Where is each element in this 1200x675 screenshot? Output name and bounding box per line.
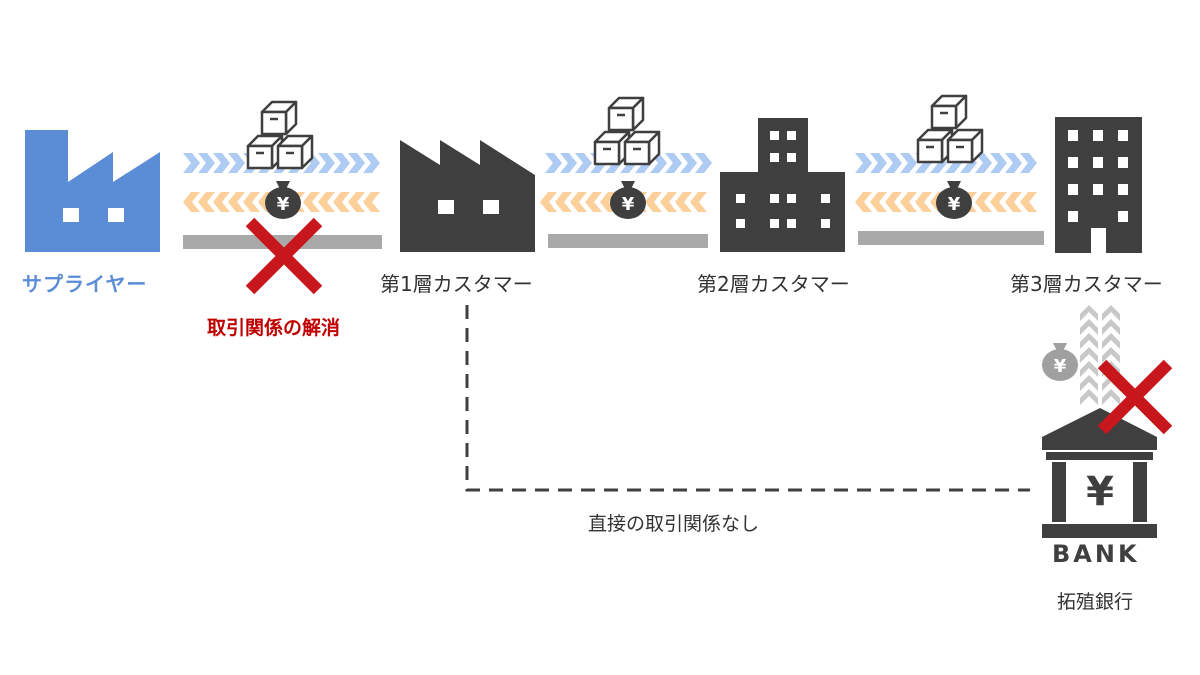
money-chevron [213, 192, 230, 212]
money-chevron [990, 192, 1007, 212]
no-direct-relationship-line [465, 305, 1030, 492]
bank-money-chevron [1080, 319, 1098, 335]
tier2-customer-label: 第2層カスタマー [697, 272, 850, 296]
supplier-factory-icon [25, 130, 160, 252]
money-chevron [900, 192, 917, 212]
bank-icon: ¥ [1042, 408, 1157, 538]
bank-money-chevron [1102, 333, 1120, 349]
cross-icon [1097, 359, 1173, 435]
goods-chevron [560, 153, 577, 173]
goods-chevron [363, 153, 380, 173]
cross-icon [245, 217, 323, 295]
money-chevron [855, 192, 872, 212]
money-chevron [348, 192, 365, 212]
money-chevron [363, 192, 380, 212]
goods-chevron [680, 153, 697, 173]
bank-money-chevron [1102, 319, 1120, 335]
bank-money-chevron [1080, 347, 1098, 363]
bank-money-chevron [1102, 347, 1120, 363]
money-chevron [243, 192, 260, 212]
bank-word-label: BANK [1052, 540, 1140, 568]
yen-bag-icon [610, 181, 646, 219]
money-chevron [333, 192, 350, 212]
goods-chevron [1005, 153, 1022, 173]
money-chevron [555, 192, 572, 212]
relationship-bar [858, 231, 1044, 245]
goods-chevron [665, 153, 682, 173]
boxes-icon [248, 102, 312, 168]
boxes-icon [918, 96, 982, 162]
money-chevron [660, 192, 677, 212]
goods-chevron [870, 153, 887, 173]
money-chevron [870, 192, 887, 212]
money-chevron [690, 192, 707, 212]
goods-chevron [318, 153, 335, 173]
bank-money-chevron [1080, 333, 1098, 349]
bank-money-chevron [1102, 389, 1120, 405]
money-chevron [540, 192, 557, 212]
money-chevron [645, 192, 662, 212]
money-chevron [585, 192, 602, 212]
goods-chevron [1020, 153, 1037, 173]
supplier-label: サプライヤー [22, 272, 148, 296]
relationship-ended-label: 取引関係の解消 [207, 317, 341, 339]
bank-name-label: 拓殖銀行 [1057, 591, 1134, 613]
yen-bag-icon [936, 181, 972, 219]
goods-chevron [213, 153, 230, 173]
bank-money-chevron [1080, 361, 1098, 377]
money-chevron [228, 192, 245, 212]
svg-text:¥: ¥ [1086, 469, 1114, 515]
money-chevron [318, 192, 335, 212]
tier3-building-icon [1055, 117, 1142, 253]
bank-money-flow-arrows [1080, 305, 1120, 405]
goods-chevron [183, 153, 200, 173]
money-chevron [1020, 192, 1037, 212]
goods-chevron [885, 153, 902, 173]
tier2-building-icon [720, 118, 845, 252]
money-chevron [183, 192, 200, 212]
goods-chevron [333, 153, 350, 173]
goods-chevron [900, 153, 917, 173]
yen-bag-icon: ¥ [1042, 343, 1078, 381]
money-chevron [915, 192, 932, 212]
money-chevron [1005, 192, 1022, 212]
goods-chevron [198, 153, 215, 173]
bank-money-chevron [1080, 375, 1098, 391]
goods-chevron [575, 153, 592, 173]
no-direct-relationship-label: 直接の取引関係なし [588, 513, 760, 535]
money-chevron [885, 192, 902, 212]
relationship-bar [183, 235, 382, 249]
goods-chevron [228, 153, 245, 173]
tier1-factory-icon [400, 140, 535, 252]
boxes-icon [595, 98, 659, 164]
tier1-customer-label: 第1層カスタマー [380, 272, 533, 296]
svg-text:¥: ¥ [1054, 356, 1067, 377]
tier3-customer-label: 第3層カスタマー [1010, 272, 1163, 296]
money-chevron [198, 192, 215, 212]
money-chevron [570, 192, 587, 212]
goods-chevron [348, 153, 365, 173]
bank-money-chevron [1102, 305, 1120, 321]
bank-money-chevron [1080, 389, 1098, 405]
money-chevron [975, 192, 992, 212]
bank-money-chevron [1080, 305, 1098, 321]
money-chevron [675, 192, 692, 212]
relationship-bar [548, 234, 708, 248]
goods-chevron [990, 153, 1007, 173]
yen-bag-icon [265, 181, 301, 219]
goods-chevron [695, 153, 712, 173]
goods-chevron [545, 153, 562, 173]
money-chevron [303, 192, 320, 212]
goods-chevron [855, 153, 872, 173]
